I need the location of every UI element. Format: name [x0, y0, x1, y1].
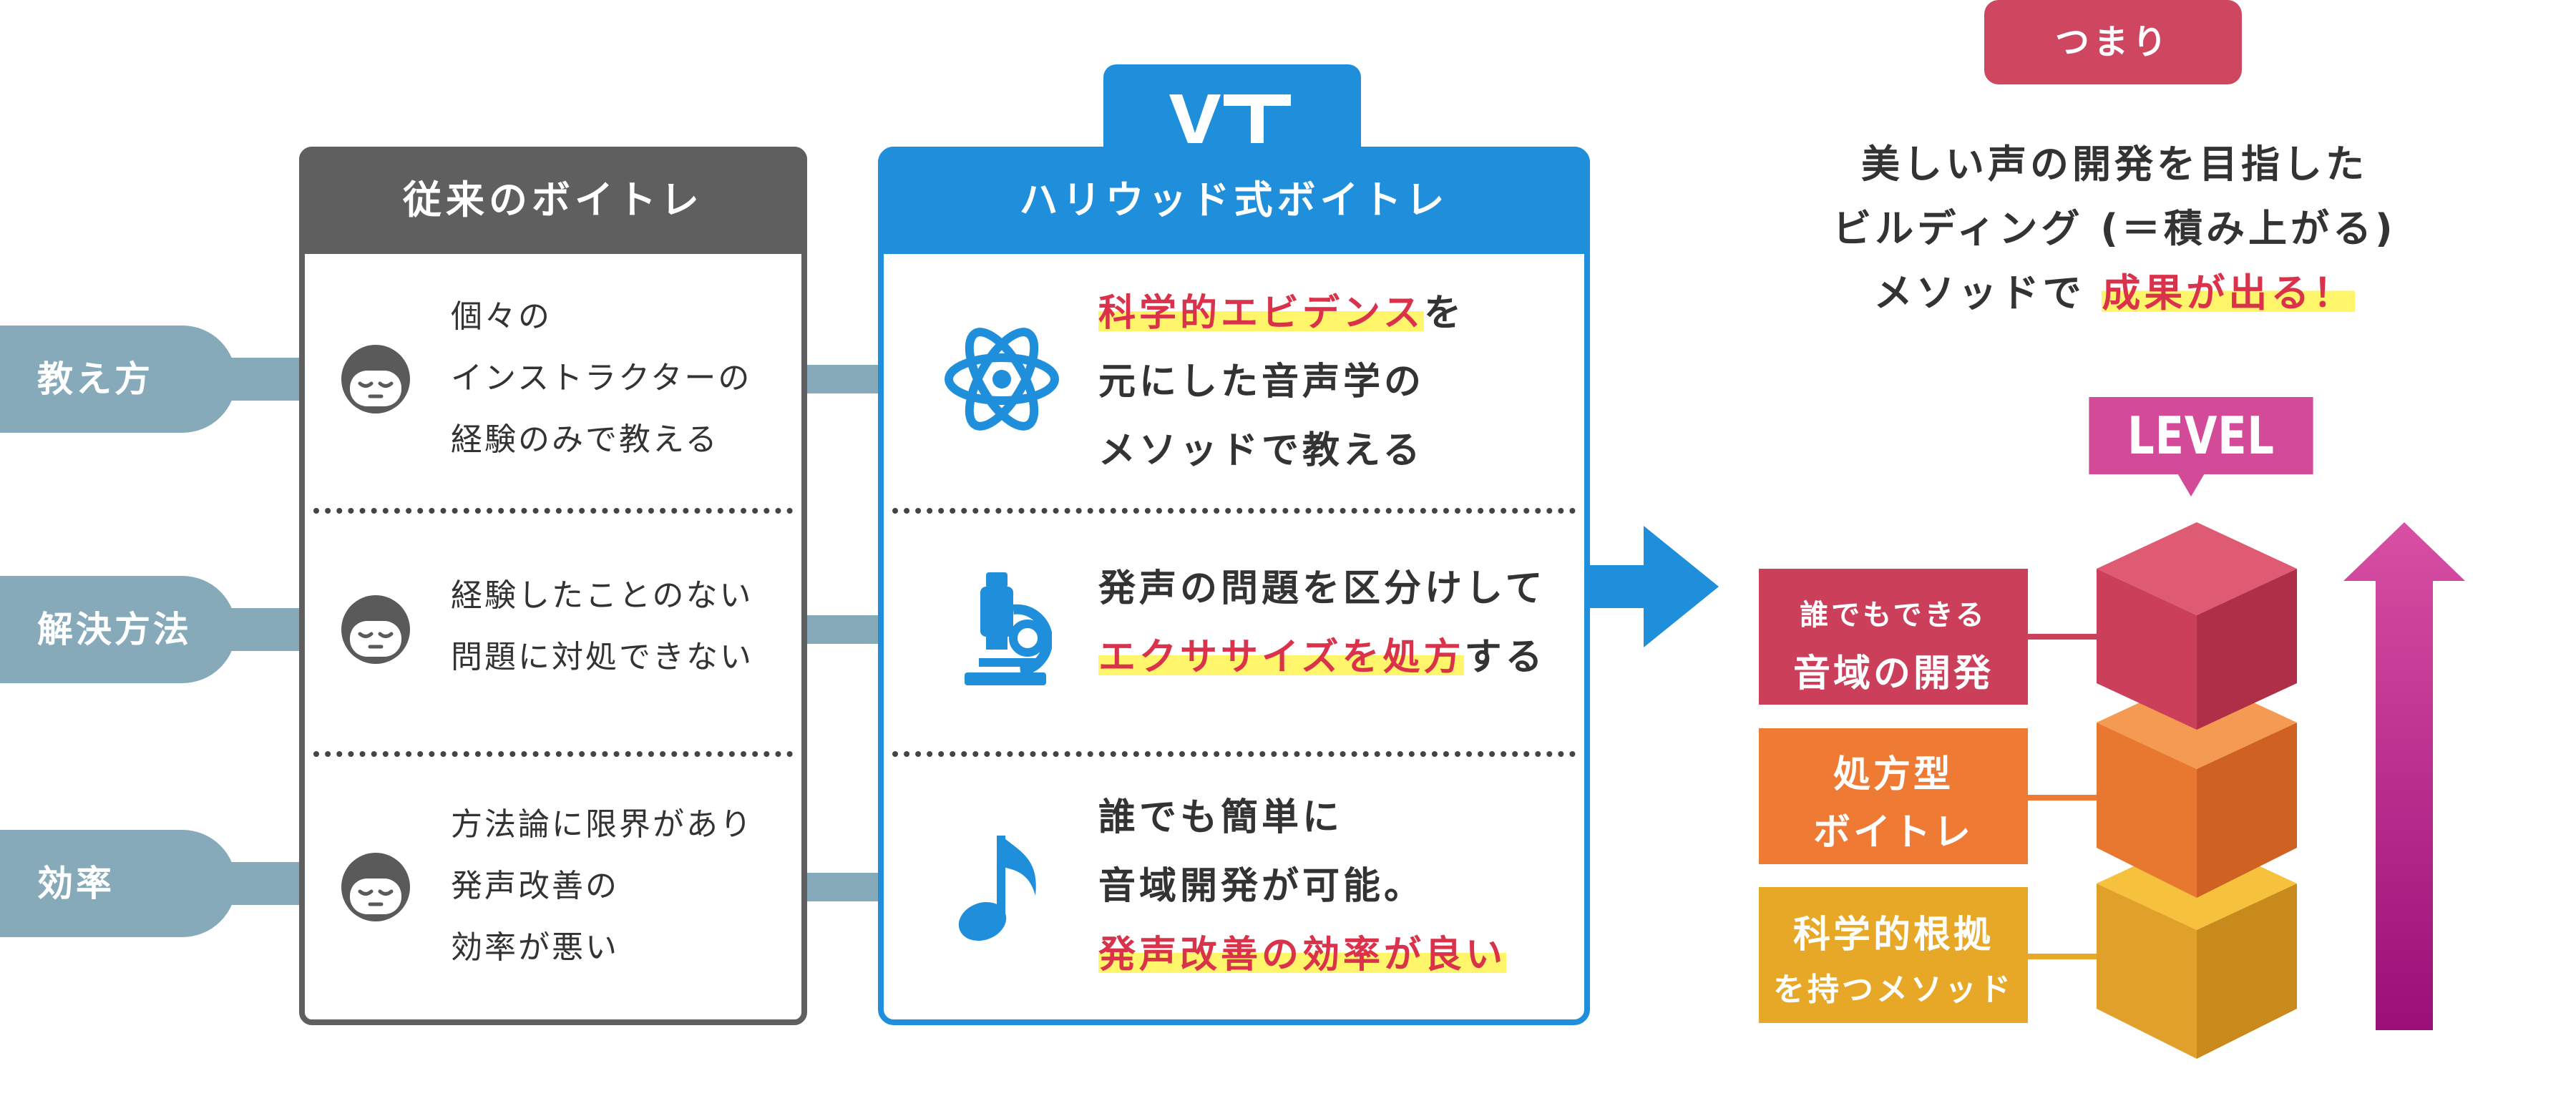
highlight-text: 科学的エビデンス — [1098, 292, 1424, 335]
row-label: 教え方 — [37, 358, 153, 400]
hollywood-header: ハリウッド式ボイトレ — [878, 147, 1590, 254]
highlight-text: 発声改善の効率が良い — [1098, 934, 1507, 977]
level-up-banner: LEVEL UP! — [2089, 397, 2313, 543]
neutral-face-icon — [341, 595, 410, 664]
hollywood-cell-teaching: 科学的エビデンスを 元にした音声学の メソッドで教える — [1098, 292, 1465, 472]
neutral-face-icon — [341, 853, 410, 921]
summary-line-2: ビルディング (＝積み上がる) — [1833, 206, 2396, 251]
row-divider — [313, 751, 793, 757]
row-label: 解決方法 — [37, 609, 192, 650]
summary-line-3: メソッドで 成果が出る！ — [1873, 270, 2356, 315]
row-divider — [313, 508, 793, 514]
microscope-icon — [965, 572, 1052, 685]
conventional-title: 従来のボイトレ — [403, 177, 703, 222]
neutral-face-icon — [341, 345, 410, 413]
row-label: 効率 — [37, 863, 114, 904]
row-tab-efficiency: 効率 — [0, 830, 308, 937]
banner-pointer — [2177, 472, 2205, 496]
highlight-text: エクササイズを処方 — [1098, 636, 1465, 679]
row-tab-solution: 解決方法 — [0, 576, 308, 683]
stacked-cubes-icon — [2097, 522, 2297, 1059]
summary-line-1: 美しい声の開発を目指した — [1861, 142, 2368, 187]
conventional-cell-efficiency: 方法論に限界があり 発声改善の 効率が悪い — [451, 806, 753, 966]
atom-icon — [945, 328, 1059, 431]
music-note-icon — [958, 836, 1036, 941]
highlight-text: 成果が出る！ — [2102, 270, 2356, 315]
block-label-range: 誰でもできる 音域の開発 — [1759, 569, 2028, 705]
conventional-header: 従来のボイトレ — [299, 147, 807, 254]
vt-logo-tab: VT — [1103, 64, 1361, 161]
hollywood-title: ハリウッド式ボイトレ — [1019, 177, 1449, 222]
block-label-science: 科学的根拠 を持つメソッド — [1759, 887, 2028, 1023]
up-arrow-icon — [2343, 522, 2465, 1030]
conventional-cell-teaching: 個々の インストラクターの 経験のみで教える — [451, 298, 752, 458]
vt-logo-icon — [1169, 94, 1291, 143]
conventional-cell-solution: 経験したことのない 問題に対処できない — [451, 577, 753, 675]
hollywood-cell-solution: 発声の問題を区分けして エクササイズを処方する — [1098, 567, 1546, 679]
hollywood-cell-efficiency: 誰でも簡単に 音域開発が可能。 発声改善の効率が良い — [1098, 796, 1507, 977]
row-tab-teaching: 教え方 — [0, 326, 308, 433]
row-divider — [892, 751, 1576, 757]
row-divider — [892, 508, 1576, 514]
block-label-prescription: 処方型 ボイトレ — [1759, 728, 2028, 864]
summary-badge: つまり — [1984, 0, 2242, 84]
right-arrow-icon — [1590, 526, 1719, 647]
